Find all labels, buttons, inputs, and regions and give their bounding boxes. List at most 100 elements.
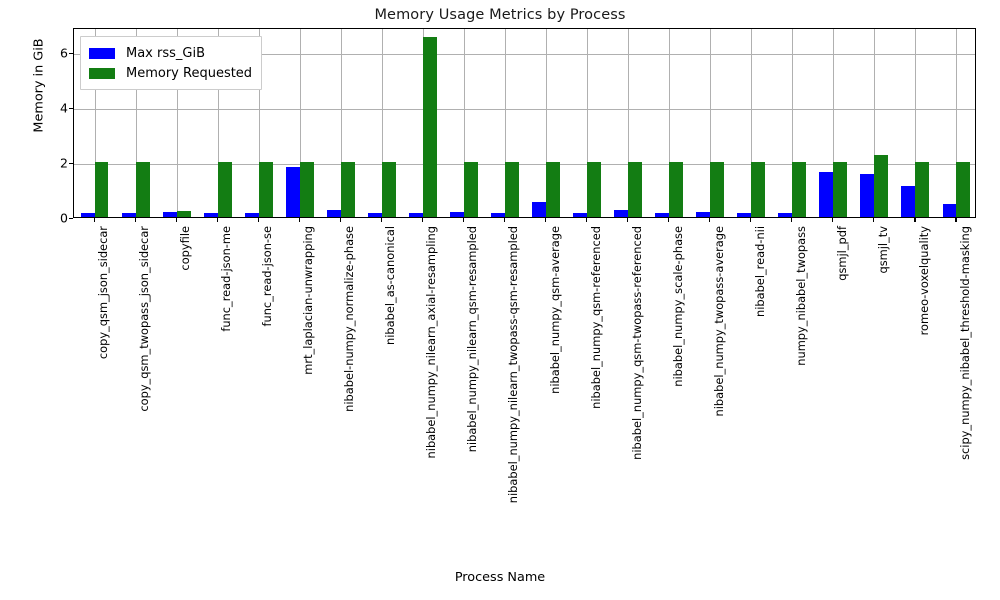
bar bbox=[737, 213, 752, 217]
bar bbox=[573, 213, 588, 217]
x-axis-tick-label: func_read-json-se bbox=[260, 226, 275, 327]
bar bbox=[710, 161, 725, 217]
bar bbox=[614, 210, 629, 217]
bar bbox=[94, 161, 109, 217]
bar bbox=[901, 185, 916, 217]
x-axis-tick-mark bbox=[134, 218, 136, 222]
gridline-horizontal bbox=[74, 108, 975, 110]
bar bbox=[942, 204, 957, 217]
y-axis-tick-mark bbox=[69, 107, 73, 109]
bar bbox=[285, 167, 300, 217]
x-axis-tick-label: copy_qsm_json_sidecar bbox=[96, 226, 111, 360]
x-axis-tick-mark bbox=[257, 218, 259, 222]
bar bbox=[162, 212, 177, 217]
x-axis-tick-mark bbox=[914, 218, 916, 222]
y-axis-tick-label: 4 bbox=[60, 100, 68, 116]
bar bbox=[819, 171, 834, 217]
x-axis-tick-label: scipy_numpy_nibabel_threshold-masking bbox=[957, 226, 972, 460]
bar bbox=[956, 161, 971, 217]
gridline-vertical bbox=[710, 29, 712, 217]
bars-layer bbox=[74, 29, 975, 217]
x-axis-tick-mark bbox=[421, 218, 423, 222]
x-axis-tick-label: romeo-voxelquality bbox=[916, 226, 931, 336]
x-axis-tick-label: nibabel_numpy_nilearn_qsm-resampled bbox=[465, 226, 480, 453]
bar bbox=[778, 213, 793, 217]
y-axis-tick-mark bbox=[69, 218, 73, 220]
bar bbox=[258, 161, 273, 217]
gridline-vertical bbox=[546, 29, 548, 217]
gridline-horizontal bbox=[74, 53, 975, 55]
x-axis-tick-label: func_read-json-me bbox=[219, 226, 234, 332]
x-axis-tick-mark bbox=[503, 218, 506, 222]
y-axis-tick-mark bbox=[69, 162, 73, 165]
gridline-horizontal bbox=[74, 163, 975, 165]
gridlines bbox=[74, 29, 975, 217]
x-axis-tick-mark bbox=[545, 218, 547, 222]
bar bbox=[587, 161, 602, 217]
x-axis-tick-label: nibabel_numpy_nilearn_twopass-qsm-resamp… bbox=[506, 226, 521, 504]
bar bbox=[80, 213, 95, 217]
gridline-vertical bbox=[833, 29, 835, 217]
x-axis-tick-mark bbox=[955, 218, 957, 222]
x-axis-tick-label: nibabel_numpy_qsm-twopass-referenced bbox=[629, 226, 644, 460]
gridline-vertical bbox=[463, 29, 465, 217]
bar bbox=[422, 36, 437, 217]
x-axis-tick-mark bbox=[339, 218, 341, 222]
x-axis-tick-mark bbox=[462, 218, 465, 222]
bar bbox=[628, 161, 643, 217]
bar bbox=[491, 213, 505, 217]
bar bbox=[655, 213, 670, 217]
bar bbox=[340, 161, 355, 217]
chart-title: Memory Usage Metrics by Process bbox=[374, 7, 626, 23]
x-axis-tick-mark bbox=[93, 218, 95, 222]
x-axis-tick-mark bbox=[791, 218, 793, 222]
x-axis-tick-mark bbox=[586, 218, 588, 222]
bar bbox=[121, 213, 136, 217]
x-axis-tick-label: copyfile bbox=[178, 226, 193, 271]
legend-label: Max rss_GiB bbox=[126, 45, 206, 61]
gridline-vertical bbox=[915, 29, 917, 217]
bar bbox=[135, 161, 150, 217]
legend-item: Memory Requested bbox=[89, 63, 252, 83]
x-axis-tick-label: nibabel-numpy_normalize-phase bbox=[342, 226, 357, 412]
x-axis-label: Process Name bbox=[454, 570, 546, 585]
x-axis-tick-label: copy_qsm_twopass_json_sidecar bbox=[137, 226, 152, 412]
bar bbox=[751, 161, 766, 217]
x-axis-tick-mark bbox=[750, 218, 752, 222]
gridline-vertical bbox=[217, 29, 219, 217]
bar bbox=[244, 213, 259, 217]
gridline-vertical bbox=[669, 29, 671, 217]
x-axis-tick-mark bbox=[175, 218, 177, 222]
gridline-vertical bbox=[874, 29, 876, 217]
legend-swatch-icon bbox=[89, 47, 115, 59]
bar bbox=[203, 213, 218, 217]
bar bbox=[326, 210, 341, 217]
bar bbox=[874, 155, 889, 217]
bar bbox=[408, 213, 423, 217]
x-axis-tick-label: qsmjl_pdf bbox=[834, 226, 849, 281]
y-axis-tick-label: 2 bbox=[60, 155, 68, 171]
x-axis-tick-mark bbox=[298, 218, 300, 222]
y-axis-tick-label: 6 bbox=[60, 45, 68, 61]
legend-item: Max rss_GiB bbox=[89, 43, 252, 63]
x-axis-tick-mark bbox=[873, 218, 875, 222]
bar bbox=[176, 210, 191, 217]
bar bbox=[299, 161, 314, 217]
x-axis-tick-mark bbox=[380, 218, 382, 222]
gridline-vertical bbox=[340, 29, 342, 217]
legend-swatch-icon bbox=[89, 67, 115, 79]
y-axis-tick-mark bbox=[69, 52, 73, 54]
gridline-vertical bbox=[381, 29, 383, 217]
x-axis-tick-label: mrt_laplacian-unwrapping bbox=[301, 226, 316, 375]
x-axis-tick-mark bbox=[216, 218, 218, 222]
gridline-vertical bbox=[628, 29, 630, 217]
bar bbox=[833, 161, 848, 217]
x-axis-tick-label: nibabel_numpy_twopass-average bbox=[711, 226, 726, 417]
gridline-vertical bbox=[956, 29, 958, 217]
bar bbox=[381, 161, 396, 217]
x-axis-tick-mark bbox=[832, 218, 834, 222]
bar bbox=[449, 212, 464, 217]
gridline-vertical bbox=[135, 29, 137, 217]
